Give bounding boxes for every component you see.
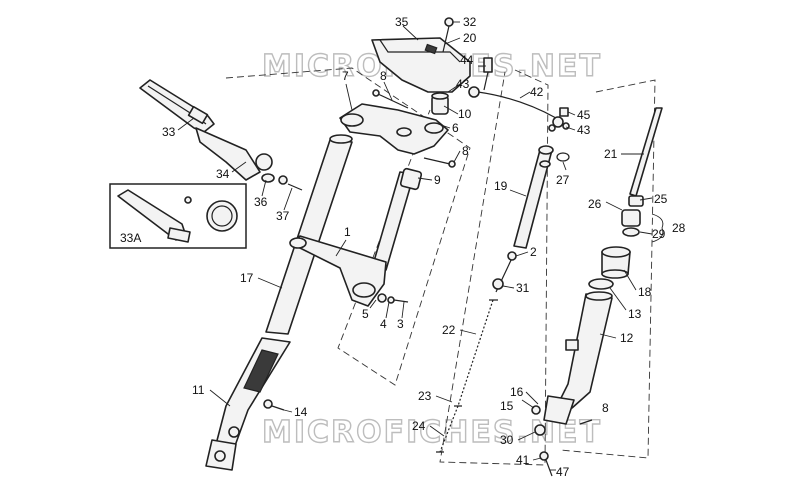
right-fork-slider (543, 291, 613, 425)
callout-3: 3 (397, 317, 404, 331)
callout-30: 30 (500, 433, 514, 447)
callout-20: 20 (463, 31, 477, 45)
callout-34: 34 (216, 167, 230, 181)
dust-seal (588, 278, 614, 290)
callout-42: 42 (530, 85, 544, 99)
callout-16: 16 (510, 385, 524, 399)
callout-45: 45 (577, 108, 591, 122)
o-ring (556, 152, 570, 162)
callout-32: 32 (463, 15, 477, 29)
callout-13: 13 (628, 307, 642, 321)
callout-43-left: 43 (456, 77, 470, 91)
callout-2: 2 (530, 245, 537, 259)
callout-8-top: 8 (380, 69, 387, 83)
callout-44: 44 (460, 53, 474, 67)
callout-18: 18 (638, 285, 652, 299)
damper-rod (495, 145, 554, 293)
callout-22: 22 (442, 323, 456, 337)
lower-steering-yoke (289, 167, 423, 307)
callout-17: 17 (240, 271, 254, 285)
callout-11: 11 (192, 383, 205, 397)
callout-25: 25 (654, 192, 668, 206)
callout-36: 36 (254, 195, 268, 209)
callout-6: 6 (452, 121, 459, 135)
callout-9: 9 (434, 173, 441, 187)
upper-steering-yoke (339, 103, 449, 155)
cartridge-rod (628, 107, 663, 207)
brake-hose (468, 86, 564, 128)
callout-28: 28 (672, 221, 686, 235)
callout-43-right: 43 (577, 123, 591, 137)
callout-24: 24 (412, 419, 426, 433)
callout-23: 23 (418, 389, 432, 403)
hose-union-bolt (483, 57, 493, 91)
callout-41: 41 (516, 453, 530, 467)
callout-35: 35 (395, 15, 409, 29)
callout-1: 1 (344, 225, 351, 239)
instrument-bracket (139, 79, 275, 183)
callout-8-bottom: 8 (602, 401, 609, 415)
cover-screw (442, 17, 454, 53)
callout-5: 5 (362, 307, 369, 321)
callout-4: 4 (380, 317, 387, 331)
drain-screw (263, 399, 285, 411)
callout-33: 33 (162, 125, 176, 139)
callout-47: 47 (556, 465, 570, 479)
rod-nut (492, 278, 504, 290)
callout-7: 7 (342, 69, 349, 83)
rod-washers (621, 209, 641, 237)
callout-labels: 35 32 20 7 8 10 6 43 44 42 45 43 8 9 33 … (120, 15, 686, 479)
callout-leaders (177, 21, 664, 471)
hose-fittings (548, 107, 570, 132)
callout-31: 31 (516, 281, 530, 295)
assembly-guide-lines (225, 67, 656, 466)
callout-10: 10 (458, 107, 472, 121)
callout-19: 19 (494, 179, 508, 193)
callout-15: 15 (500, 399, 514, 413)
left-fork-tube (265, 134, 353, 335)
callout-37: 37 (276, 209, 290, 223)
yoke-bolts (372, 89, 456, 168)
callout-12: 12 (620, 331, 634, 345)
handlebar-clamp-mount (431, 92, 449, 115)
callout-33a: 33A (120, 231, 141, 245)
callout-29: 29 (652, 227, 666, 241)
fork-springs (436, 299, 498, 453)
callout-8-mid: 8 (462, 144, 469, 158)
spring-cap (601, 246, 631, 279)
yoke-pinch-bolt (377, 293, 409, 304)
left-fork-slider (205, 337, 291, 471)
instrument-bracket-variant-inset (109, 183, 247, 249)
callout-26: 26 (588, 197, 602, 211)
bracket-screw (278, 175, 303, 191)
handlebar-top-cover (371, 37, 471, 93)
callout-14: 14 (294, 405, 308, 419)
callout-27: 27 (556, 173, 570, 187)
callout-21: 21 (604, 147, 618, 161)
